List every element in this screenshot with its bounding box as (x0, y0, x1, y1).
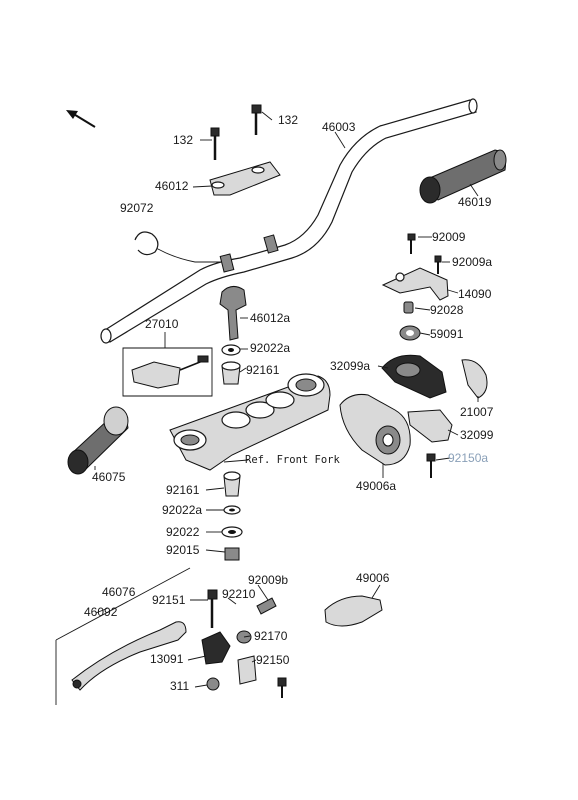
label-92009b: 92009b (248, 573, 288, 587)
leader-lines (94, 111, 479, 688)
label-46092: 46092 (84, 605, 118, 619)
screw-92150a (426, 453, 436, 478)
lever-bracket-13091 (201, 631, 231, 665)
label-92022a-top: 92022a (250, 341, 290, 355)
label-46012a: 46012a (250, 311, 290, 325)
label-46019: 46019 (458, 195, 492, 209)
label-92022: 92022 (166, 525, 200, 539)
clamp-bolt-left (210, 127, 220, 160)
label-32099a: 32099a (330, 359, 370, 373)
throttle-housing-upper (381, 354, 447, 399)
label-14090: 14090 (458, 287, 492, 301)
label-92161-top: 92161 (246, 363, 280, 377)
throttle-pulley-cover (461, 359, 488, 399)
label-311: 311 (170, 679, 189, 693)
washer-92022 (221, 526, 243, 538)
label-92151: 92151 (152, 593, 186, 607)
label-132-left: 132 (173, 133, 193, 147)
nut-92015 (224, 547, 240, 561)
label-92161-bottom: 92161 (166, 483, 200, 497)
wire-clip (134, 231, 159, 256)
part-labels: 132 132 46003 46012 92072 46019 92009 92… (84, 113, 494, 693)
throttle-cover-49006a (339, 394, 411, 466)
nut-311 (206, 677, 220, 691)
handlebar-holder (219, 286, 247, 341)
label-132-right: 132 (278, 113, 298, 127)
label-92028: 92028 (430, 303, 464, 317)
lever-assembly-frame (55, 567, 191, 705)
damper-92161-top (221, 361, 241, 385)
seal-59091 (399, 325, 421, 341)
label-46003: 46003 (322, 120, 356, 134)
collar-92028 (403, 301, 414, 314)
handlebar-upper-clamp (209, 161, 281, 196)
label-13091: 13091 (150, 652, 184, 666)
label-92009: 92009 (432, 230, 466, 244)
label-92150a: 92150a (448, 451, 488, 465)
clutch-lever (71, 621, 187, 691)
label-21007: 21007 (460, 405, 494, 419)
label-92210: 92210 (222, 587, 256, 601)
label-92009a: 92009a (452, 255, 492, 269)
upper-triple-clamp (169, 373, 331, 471)
throttle-cable-bracket (381, 267, 449, 301)
label-49006a: 49006a (356, 479, 396, 493)
label-46012: 46012 (155, 179, 189, 193)
label-32099: 32099 (460, 428, 494, 442)
kill-switch-box (122, 347, 213, 397)
label-92150: 92150 (256, 653, 290, 667)
screw-92009a (434, 255, 442, 274)
damper-92161-bottom (223, 471, 241, 497)
label-27010: 27010 (145, 317, 179, 331)
adjuster-92210 (256, 597, 277, 615)
lever-cover-49006 (324, 595, 383, 627)
label-92015: 92015 (166, 543, 200, 557)
label-92170: 92170 (254, 629, 288, 643)
label-ref-front-fork: Ref. Front Fork (245, 454, 341, 466)
bracket-92150-part (237, 655, 257, 685)
label-59091: 59091 (430, 327, 464, 341)
label-92022a-bottom: 92022a (162, 503, 202, 517)
washer-92022a-bottom (223, 505, 241, 515)
label-92072: 92072 (120, 201, 154, 215)
throttle-housing-lower (407, 409, 453, 443)
screw-92009 (407, 233, 416, 254)
left-grip (67, 406, 129, 475)
lever-bolt-92151 (207, 589, 218, 628)
handlebar (100, 98, 478, 344)
washer-92022a-top (221, 344, 241, 356)
label-46075: 46075 (92, 470, 126, 484)
clamp-bolt-right (251, 104, 262, 135)
front-direction-arrow-icon (66, 110, 96, 128)
label-49006: 49006 (356, 571, 390, 585)
label-46076: 46076 (102, 585, 136, 599)
screw-92150 (277, 677, 287, 698)
throttle-grip (419, 149, 507, 204)
